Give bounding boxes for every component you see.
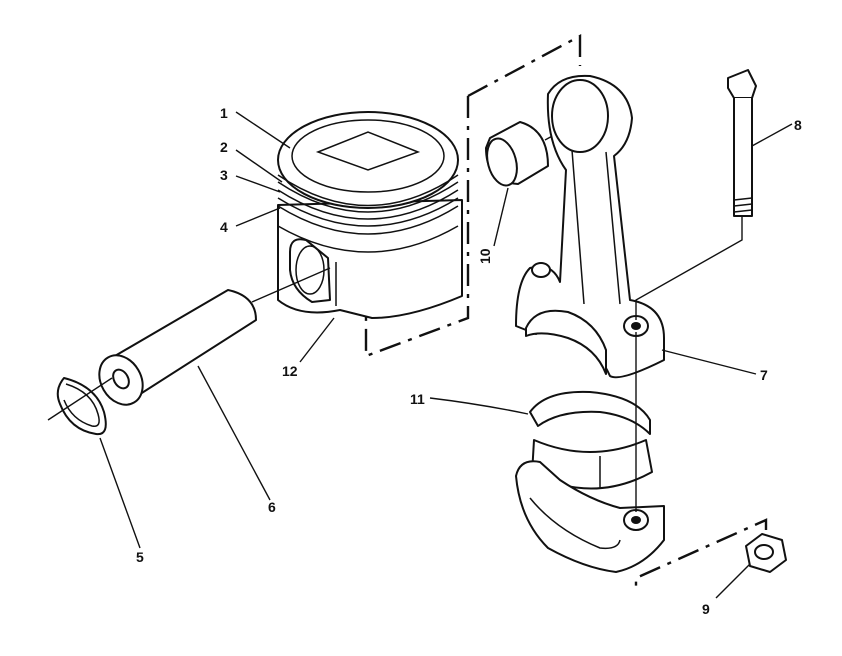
callout-6: 6 — [268, 499, 276, 515]
leader-11 — [429, 397, 529, 415]
rod-bolt — [635, 69, 757, 320]
leader-4 — [235, 207, 281, 227]
callout-1: 1 — [220, 105, 228, 121]
snap-ring — [47, 377, 113, 436]
callout-5: 5 — [136, 549, 144, 565]
leader-9 — [715, 563, 751, 599]
leader-8 — [751, 123, 793, 147]
leader-1 — [235, 111, 291, 149]
connecting-rod — [515, 74, 665, 379]
callout-8: 8 — [794, 117, 802, 133]
leader-10 — [493, 187, 509, 247]
callout-3: 3 — [220, 167, 228, 183]
assembly-path-piston — [364, 33, 582, 358]
callout-12: 12 — [282, 363, 298, 379]
callout-9: 9 — [702, 601, 710, 617]
callout-10: 10 — [477, 248, 493, 264]
callout-7: 7 — [760, 367, 768, 383]
callout-11: 11 — [410, 391, 425, 407]
leader-12 — [299, 317, 335, 363]
leader-5 — [99, 437, 141, 549]
piston — [277, 111, 463, 319]
leader-7 — [661, 349, 757, 375]
bearing-shells — [529, 390, 653, 490]
leader-6 — [197, 365, 271, 501]
callout-4: 4 — [220, 219, 228, 235]
rod-nut — [634, 518, 787, 590]
leader-2 — [235, 149, 283, 183]
piston-pin — [98, 267, 331, 406]
leader-3 — [235, 175, 281, 193]
callout-2: 2 — [220, 139, 228, 155]
